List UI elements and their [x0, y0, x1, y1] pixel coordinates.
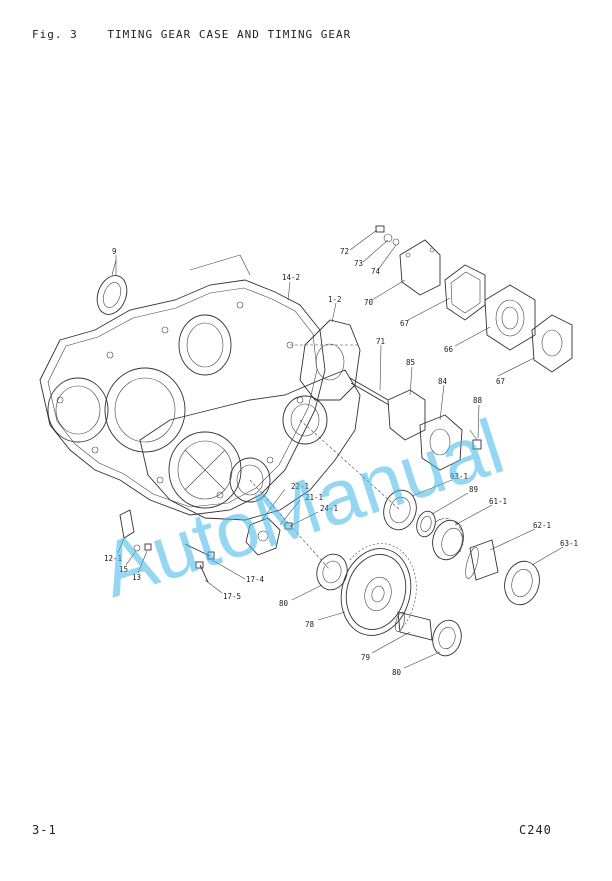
pump-housing-1-2 — [299, 319, 361, 401]
bolt-13 — [144, 543, 152, 551]
housing-66 — [484, 284, 536, 351]
timing-gear-case-body — [139, 369, 361, 521]
idle-gear-78 — [340, 543, 417, 636]
bolt-88 — [469, 429, 482, 450]
bearing-63-1-lower — [504, 560, 540, 606]
plate-22-1 — [245, 517, 281, 556]
bolt-17-5 — [195, 561, 209, 583]
bolts-72-74 — [375, 225, 400, 246]
callout-78: 78 — [305, 620, 315, 629]
model-code: C240 — [519, 823, 552, 837]
callout-72: 72 — [340, 247, 349, 256]
page-number: 3-1 — [32, 823, 57, 837]
callout-9: 9 — [112, 247, 117, 256]
bearing-80-right — [432, 619, 462, 657]
callout-12-1: 12-1 — [104, 554, 122, 563]
callout-62-1: 62-1 — [533, 521, 551, 530]
callout-17-5: 17-5 — [223, 592, 241, 601]
callout-17-4: 17-4 — [246, 575, 265, 584]
callout-24-1: 24-1 — [320, 504, 338, 513]
callout-labels: 9 14-2 1-2 72 73 74 70 67 66 67 71 85 84… — [104, 247, 578, 677]
callout-67-upper: 67 — [400, 319, 409, 328]
callout-71: 71 — [376, 337, 385, 346]
gasket-67-upper — [444, 264, 486, 321]
gear-61-1 — [432, 517, 464, 561]
callout-85: 85 — [406, 358, 415, 367]
callout-13: 13 — [132, 573, 141, 582]
callout-88: 88 — [473, 396, 483, 405]
watermark: AutoManual — [91, 402, 514, 614]
shaft-79 — [395, 611, 433, 641]
timing-gear-case-cover — [39, 279, 326, 516]
callout-61-1: 61-1 — [489, 497, 507, 506]
figure-title: TIMING GEAR CASE AND TIMING GEAR — [107, 28, 352, 41]
figure-number: Fig. 3 — [32, 28, 78, 41]
callout-14-2: 14-2 — [282, 273, 300, 282]
callout-63-1-upper: 63-1 — [450, 472, 468, 481]
callout-21-1: 21-1 — [305, 493, 323, 502]
figure-caption: Fig. 3 TIMING GEAR CASE AND TIMING GEAR — [32, 28, 351, 41]
stud-71 — [349, 377, 390, 406]
callout-89: 89 — [469, 485, 478, 494]
callout-80-right: 80 — [392, 668, 402, 677]
spacer-89 — [416, 510, 436, 538]
callout-73: 73 — [354, 259, 363, 268]
bearing-80-left — [316, 553, 348, 591]
bolt-15 — [133, 544, 141, 552]
callout-84: 84 — [438, 377, 448, 386]
shaft-62-1 — [465, 539, 499, 581]
bolt-17-4 — [184, 543, 215, 560]
leader-lines — [115, 229, 564, 669]
callout-15: 15 — [119, 565, 128, 574]
plate-12-1 — [119, 509, 135, 539]
callout-22-1: 22-1 — [291, 482, 309, 491]
callout-74: 74 — [371, 267, 381, 276]
gasket-67-lower — [531, 314, 573, 373]
callout-80-left: 80 — [279, 599, 289, 608]
gasket-85 — [387, 389, 426, 441]
oil-seal-9 — [96, 259, 128, 315]
callout-1-2: 1-2 — [328, 295, 342, 304]
cover-70 — [399, 239, 441, 296]
callout-63-1-lower: 63-1 — [560, 539, 578, 548]
callout-70: 70 — [364, 298, 374, 307]
bearing-63-1-upper — [383, 489, 417, 531]
callout-79: 79 — [361, 653, 370, 662]
cover-84 — [419, 414, 463, 471]
callout-67-lower: 67 — [496, 377, 505, 386]
callout-66: 66 — [444, 345, 454, 354]
